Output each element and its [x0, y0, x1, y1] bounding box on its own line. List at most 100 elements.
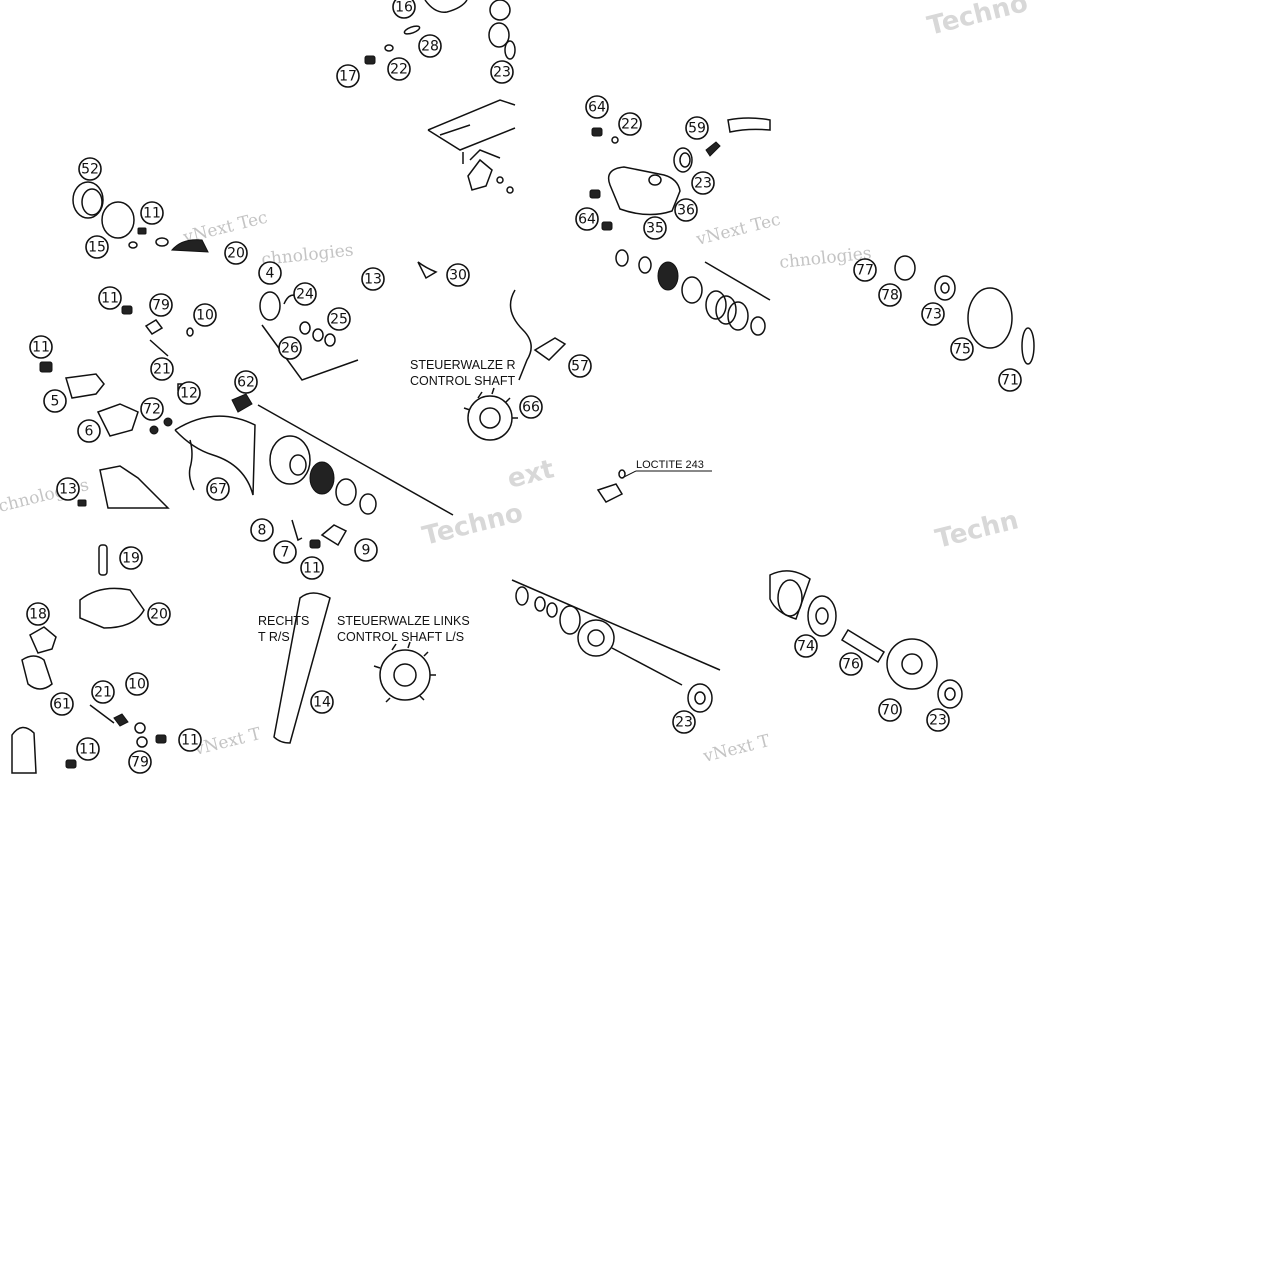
callout-70: 70: [878, 698, 902, 722]
watermark-vnext-2: vNext Tec: [693, 210, 782, 250]
watermark-vnext-3: vNext T: [191, 724, 263, 760]
watermark-ext: ext: [504, 454, 557, 494]
callout-66: 66: [519, 395, 543, 419]
callout-circle: [250, 518, 274, 542]
callout-11: 11: [98, 286, 122, 310]
tile-left-middle: [39, 305, 256, 509]
callout-circle: [293, 282, 317, 306]
callout-64: 64: [585, 95, 609, 119]
callout-11: 11: [76, 737, 100, 761]
callout-circle: [878, 698, 902, 722]
callout-72: 72: [140, 397, 164, 421]
callout-number: 67: [209, 482, 227, 498]
label-rs-fragment: T R/S: [258, 630, 290, 644]
callout-76: 76: [839, 652, 863, 676]
callout-number: 75: [953, 342, 971, 358]
callout-number: 14: [313, 695, 331, 711]
label-control-shaft-rh-en: CONTROL SHAFT: [410, 374, 515, 388]
callout-36: 36: [674, 198, 698, 222]
tile-bottom-right: [769, 570, 963, 709]
callout-circle: [91, 680, 115, 704]
callout-74: 74: [794, 634, 818, 658]
callout-21: 21: [91, 680, 115, 704]
callout-13: 13: [361, 267, 385, 291]
callout-number: 10: [196, 308, 214, 324]
callout-71: 71: [998, 368, 1022, 392]
callout-number: 72: [143, 402, 161, 418]
callout-number: 11: [181, 733, 199, 749]
callout-circle: [361, 267, 385, 291]
callout-62: 62: [234, 370, 258, 394]
callout-number: 11: [32, 340, 50, 356]
callout-circle: [147, 602, 171, 626]
callout-number: 35: [646, 221, 664, 237]
watermark-techno-mid: Techno: [419, 498, 525, 552]
callout-circle: [674, 198, 698, 222]
callout-circle: [354, 538, 378, 562]
watermark-techno-top: Techno: [924, 0, 1030, 42]
callout-circle: [310, 690, 334, 714]
callout-circle: [392, 0, 416, 19]
callout-circle: [56, 477, 80, 501]
tile-bottom-center: [273, 519, 721, 744]
callout-number: 36: [677, 203, 695, 219]
callout-5: 5: [43, 389, 67, 413]
callout-number: 64: [578, 212, 596, 228]
callout-18: 18: [26, 602, 50, 626]
callout-12: 12: [177, 381, 201, 405]
callout-number: 15: [88, 240, 106, 256]
callout-circle: [50, 692, 74, 716]
callout-circle: [418, 34, 442, 58]
callout-number: 21: [94, 685, 112, 701]
callout-11: 11: [178, 728, 202, 752]
callout-number: 76: [842, 657, 860, 673]
callout-circle: [839, 652, 863, 676]
tile-right-middle: [596, 249, 1035, 503]
callout-circle: [336, 64, 360, 88]
callout-circle: [585, 95, 609, 119]
callout-57: 57: [568, 354, 592, 378]
callout-10: 10: [125, 672, 149, 696]
callout-number: 10: [128, 677, 146, 693]
callout-number: 78: [881, 288, 899, 304]
callout-number: 22: [621, 117, 639, 133]
callout-number: 28: [421, 39, 439, 55]
callout-64: 64: [575, 207, 599, 231]
callout-number: 59: [688, 121, 706, 137]
callout-6: 6: [77, 419, 101, 443]
callout-circle: [125, 672, 149, 696]
callout-number: 8: [258, 523, 267, 539]
callout-28: 28: [418, 34, 442, 58]
callout-number: 16: [395, 0, 413, 16]
callout-number: 24: [296, 287, 314, 303]
callout-35: 35: [643, 216, 667, 240]
callout-circle: [26, 602, 50, 626]
callout-circle: [273, 540, 297, 564]
callout-7: 7: [273, 540, 297, 564]
callout-number: 22: [390, 62, 408, 78]
callout-number: 64: [588, 100, 606, 116]
label-control-shaft-lh-de: STEUERWALZE LINKS: [337, 614, 470, 628]
callout-16: 16: [392, 0, 416, 19]
callout-circle: [685, 116, 709, 140]
callout-number: 61: [53, 697, 71, 713]
callout-number: 4: [266, 266, 275, 282]
callout-circle: [149, 293, 173, 317]
callout-circle: [921, 302, 945, 326]
callout-22: 22: [387, 57, 411, 81]
callout-circle: [618, 112, 642, 136]
watermark-vnext-4: vNext T: [700, 731, 772, 767]
callout-circle: [128, 750, 152, 774]
callout-circle: [78, 157, 102, 181]
callout-26: 26: [278, 336, 302, 360]
callout-73: 73: [921, 302, 945, 326]
callout-circle: [672, 710, 696, 734]
callout-8: 8: [250, 518, 274, 542]
callout-number: 13: [364, 272, 382, 288]
callout-78: 78: [878, 283, 902, 307]
callout-circle: [926, 708, 950, 732]
callout-circle: [150, 357, 174, 381]
callout-circle: [327, 307, 351, 331]
callout-52: 52: [78, 157, 102, 181]
